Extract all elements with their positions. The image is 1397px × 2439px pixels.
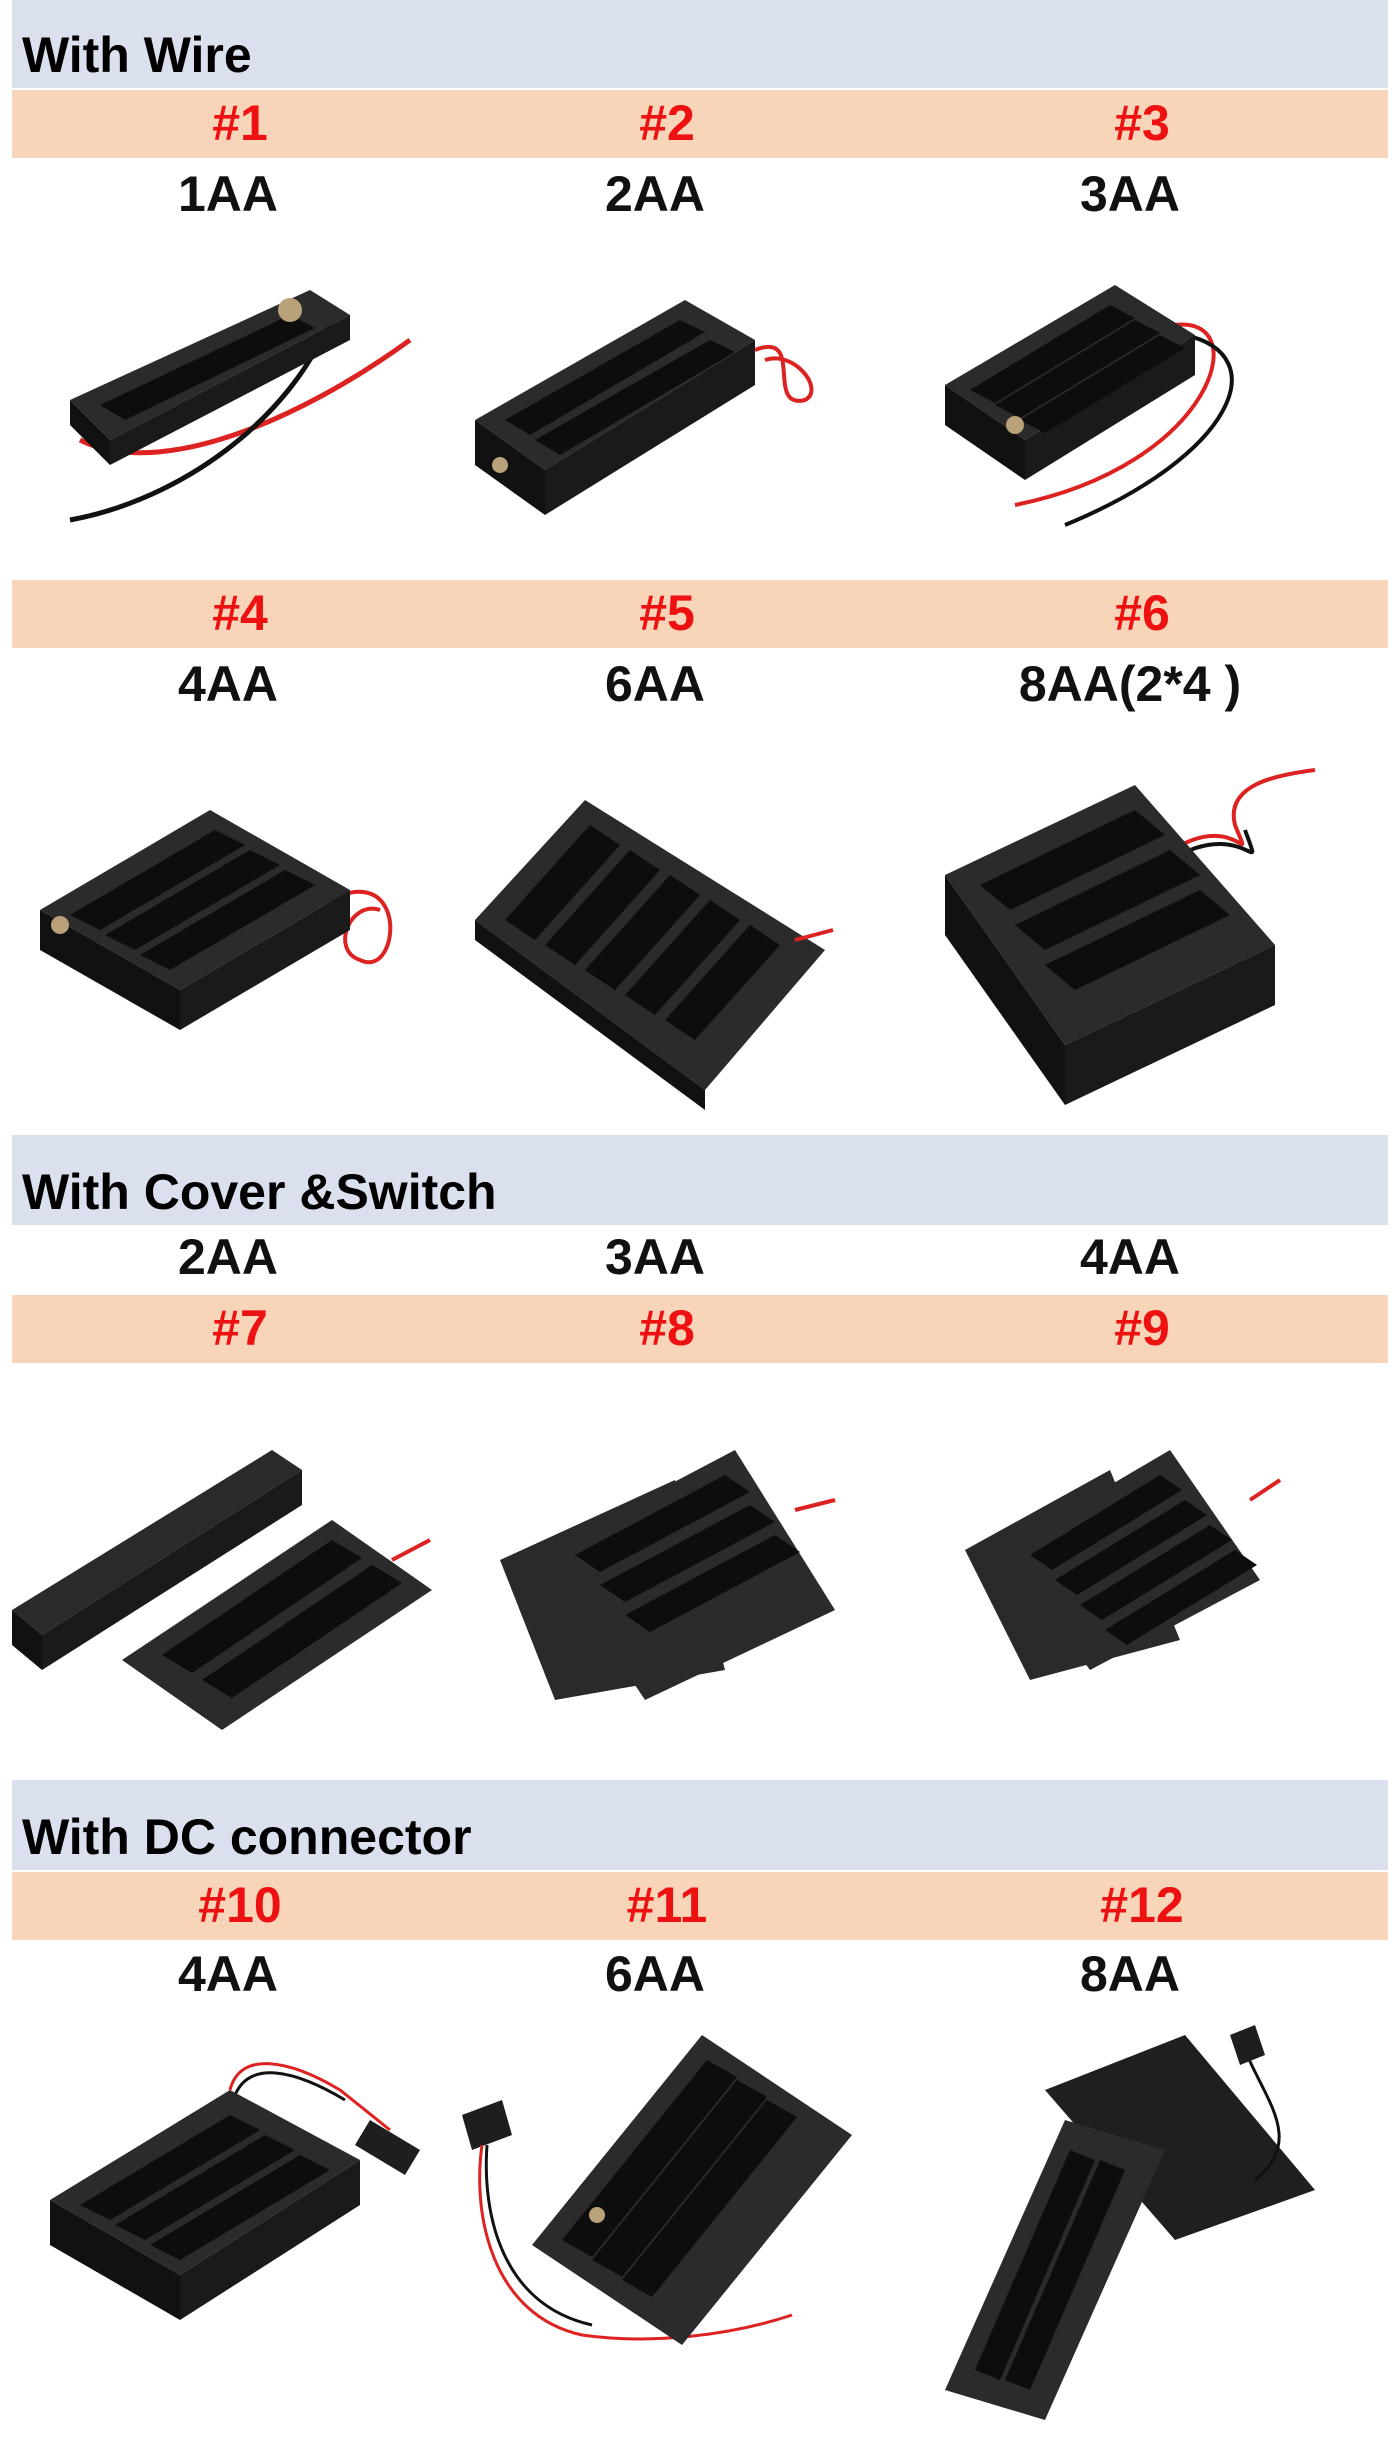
covered-holder-image-2aa [12, 1440, 432, 1740]
item-number: #1 [212, 95, 268, 151]
battery-holder-image-3aa [935, 265, 1315, 545]
item-label: 1AA [177, 166, 279, 222]
number-band: #7 #8 #9 [12, 1295, 1388, 1363]
item-label: 8AA(2*4 ) [1018, 656, 1242, 712]
covered-holder-image-4aa [960, 1440, 1290, 1680]
item-label: 6AA [604, 1946, 706, 2002]
battery-holder-image-8aa [935, 765, 1325, 1115]
item-label: 6AA [604, 656, 706, 712]
section-header-with-dc-connector: With DC connector [12, 1780, 1388, 1870]
item-number: #7 [212, 1300, 268, 1356]
item-number: #5 [639, 585, 695, 641]
dc-holder-image-4aa [40, 2050, 420, 2340]
battery-holder-image-1aa [40, 270, 420, 530]
item-label: 4AA [177, 1946, 279, 2002]
number-band: #10 #11 #12 [12, 1872, 1388, 1940]
number-band: #4 #5 #6 [12, 580, 1388, 648]
dc-holder-image-6aa [452, 2015, 852, 2355]
section-title: With Wire [22, 27, 252, 83]
battery-holder-image-6aa [465, 790, 835, 1110]
section-header-with-wire: With Wire [12, 0, 1388, 88]
dc-holder-image-8aa [935, 2010, 1355, 2430]
item-number: #9 [1114, 1300, 1170, 1356]
item-label: 4AA [177, 656, 279, 712]
item-label: 4AA [1079, 1229, 1181, 1285]
battery-holder-image-4aa [30, 790, 410, 1050]
item-label: 2AA [604, 166, 706, 222]
item-number: #12 [1100, 1877, 1184, 1933]
item-label: 8AA [1079, 1946, 1181, 2002]
item-number: #3 [1114, 95, 1170, 151]
item-label: 2AA [177, 1229, 279, 1285]
item-label: 3AA [1079, 166, 1181, 222]
item-number: #8 [639, 1300, 695, 1356]
item-number: #11 [626, 1877, 708, 1933]
section-title: With Cover &Switch [22, 1164, 497, 1220]
number-band: #1 #2 #3 [12, 90, 1388, 158]
item-number: #6 [1114, 585, 1170, 641]
section-title: With DC connector [22, 1809, 472, 1865]
covered-holder-image-3aa [495, 1440, 855, 1700]
item-number: #2 [639, 95, 695, 151]
battery-holder-image-2aa [465, 270, 825, 530]
section-header-with-cover-switch: With Cover &Switch [12, 1135, 1388, 1225]
item-number: #10 [198, 1877, 282, 1933]
item-label: 3AA [604, 1229, 706, 1285]
item-number: #4 [212, 585, 268, 641]
